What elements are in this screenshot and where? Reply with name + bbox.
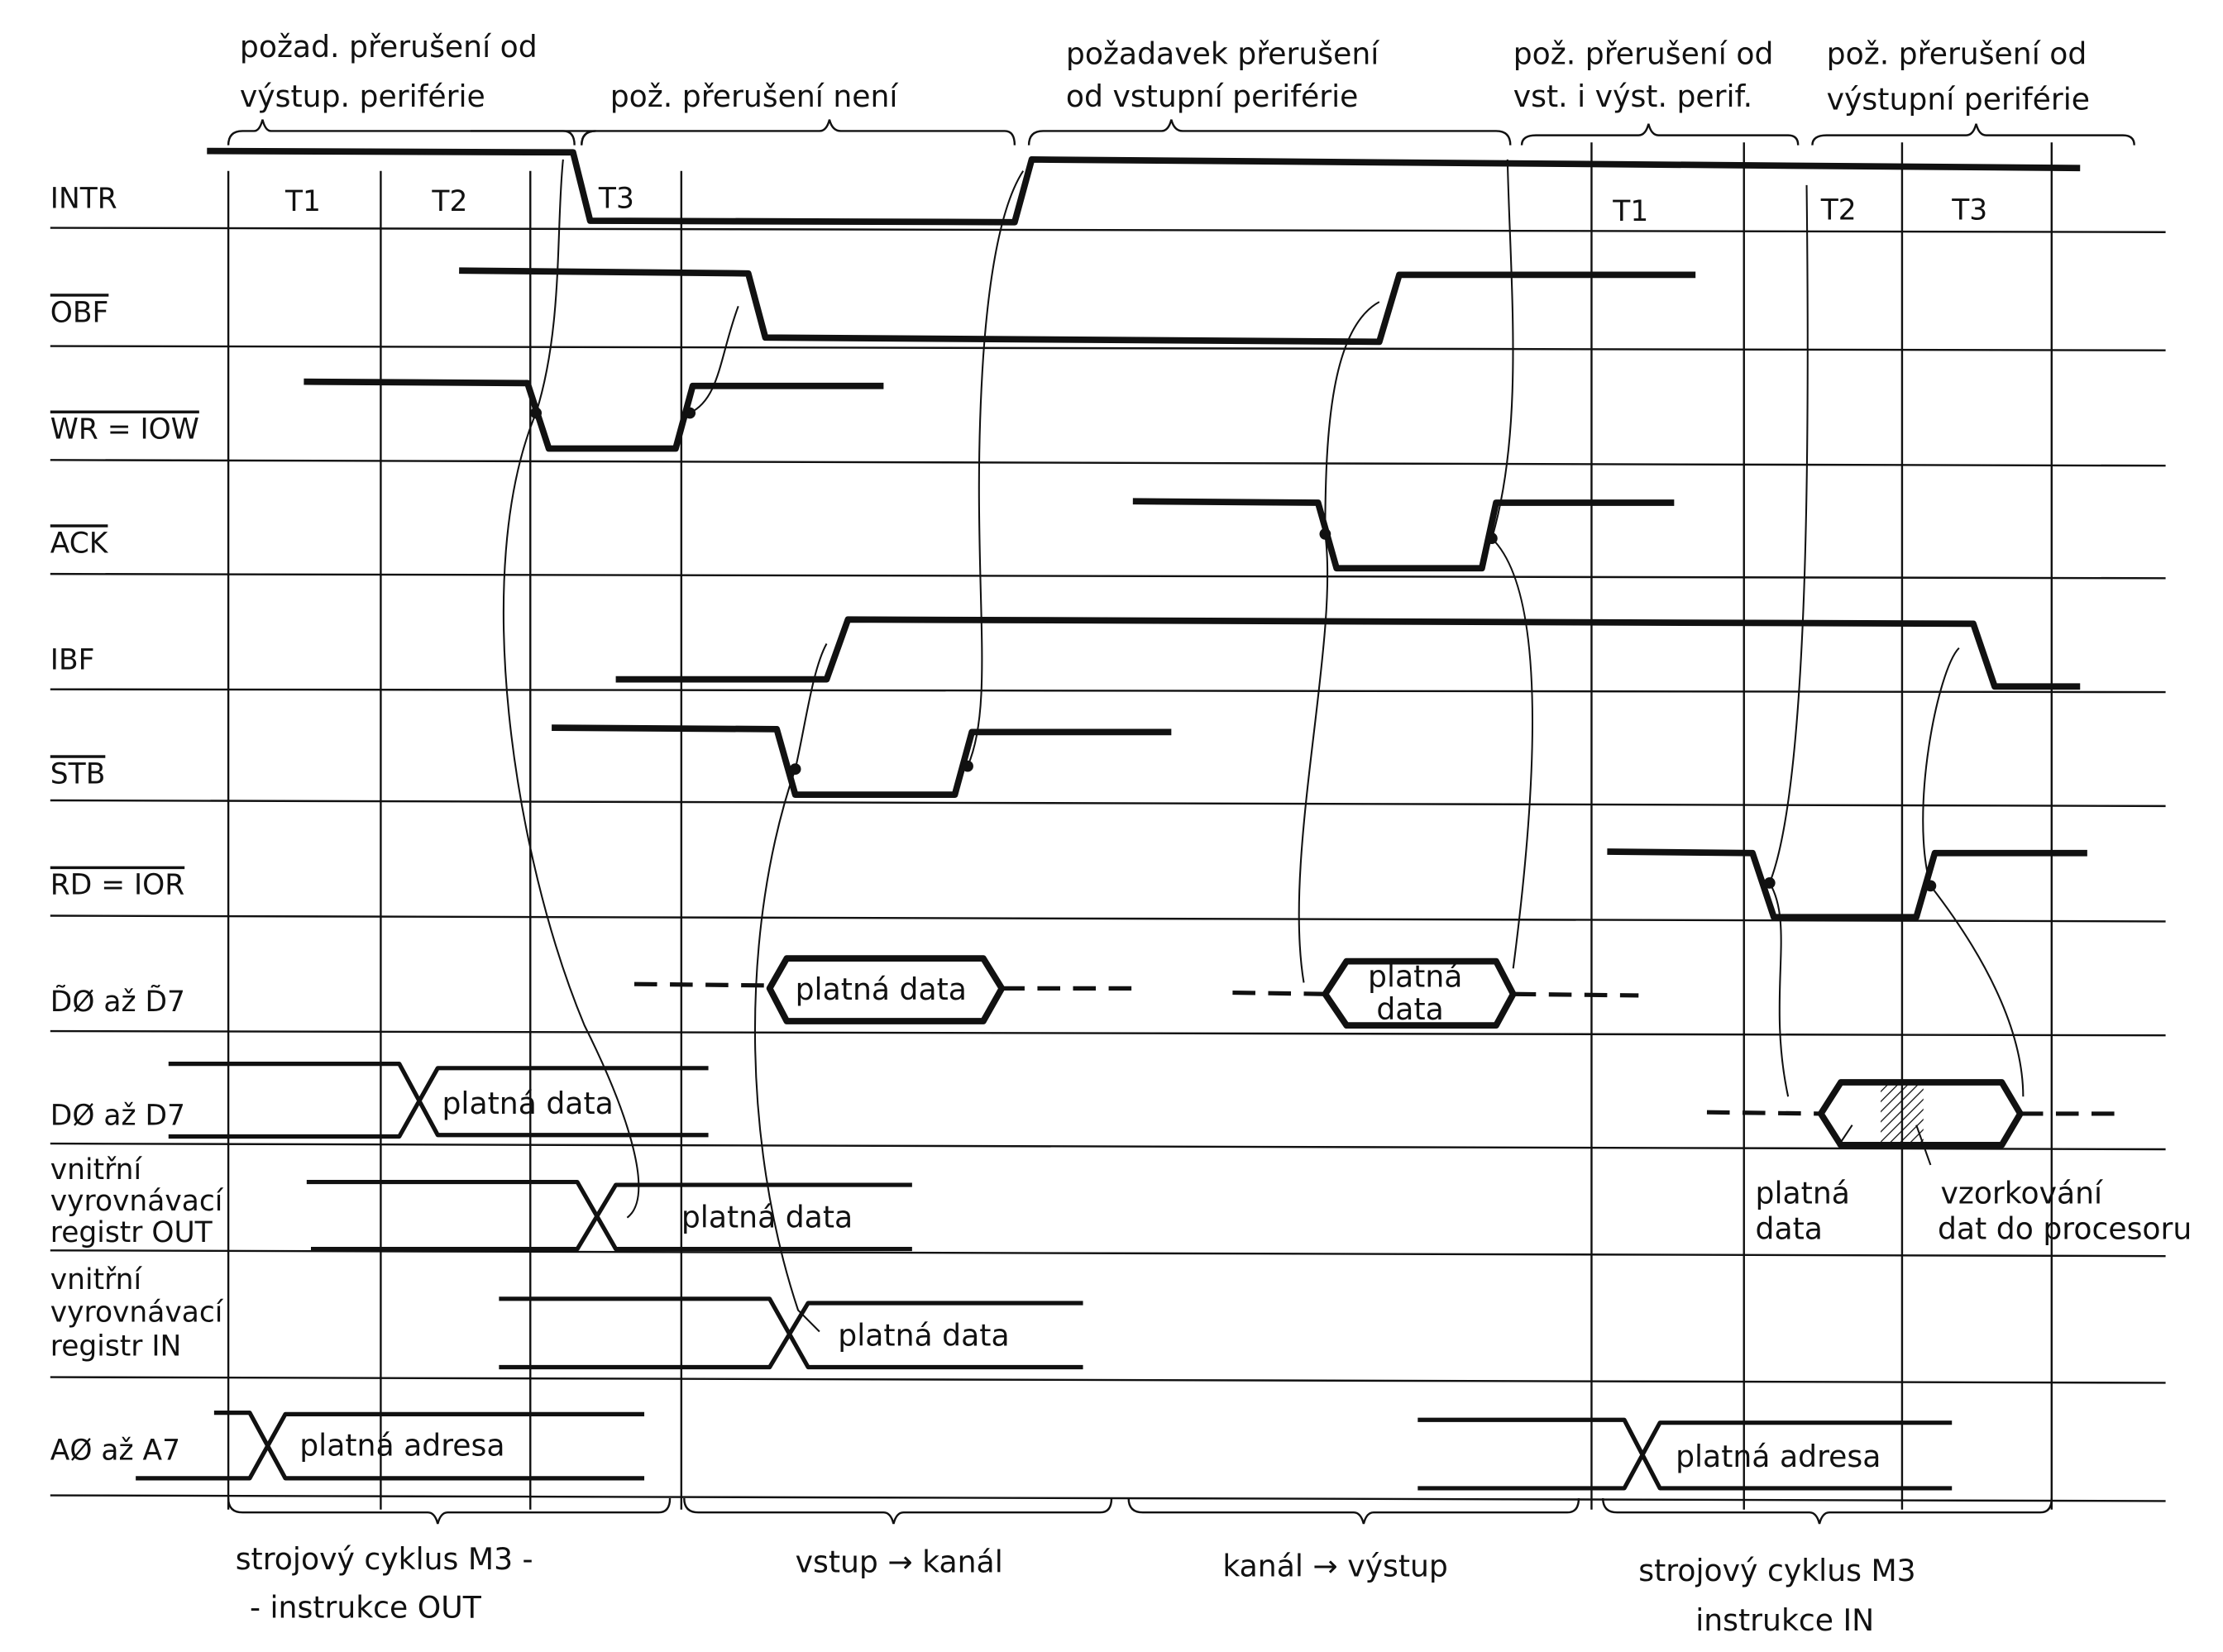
bottom-annotations: strojový cyklus M3 - - instrukce OUT vst…: [227, 1497, 2053, 1638]
svg-text:vstup → kanál: vstup → kanál: [796, 1545, 1003, 1580]
svg-text:data: data: [1756, 1211, 1823, 1247]
svg-text:pož. přerušení od: pož. přerušení od: [1827, 36, 2087, 72]
wave-stb: [552, 724, 1172, 798]
svg-text:T1: T1: [1612, 195, 1648, 228]
svg-text:výstup. periférie: výstup. periférie: [240, 79, 485, 114]
svg-text:vst. i výst. perif.: vst. i výst. perif.: [1513, 79, 1752, 114]
wave-out-reg: [306, 1180, 912, 1252]
svg-text:T2: T2: [1820, 193, 1857, 227]
svg-text:- instrukce OUT: - instrukce OUT: [250, 1590, 482, 1626]
data-labels: platná data platná data platná data plat…: [299, 959, 2192, 1474]
top-annotations: požad. přerušení od výstup. periférie po…: [227, 29, 2135, 146]
label-dtilde: D̃Ø až D̃7: [50, 986, 185, 1019]
wave-in-reg: [499, 1296, 1083, 1370]
svg-text:T1: T1: [284, 185, 321, 218]
wave-d-bus: [168, 1062, 709, 1139]
svg-text:T2: T2: [431, 185, 467, 218]
svg-text:dat do procesoru: dat do procesoru: [1938, 1211, 2192, 1247]
wave-addr-1: [136, 1411, 645, 1481]
wave-wr: [304, 378, 884, 452]
label-intr: INTR: [50, 182, 117, 215]
label-stb: STB: [50, 757, 106, 790]
svg-text:od vstupní periférie: od vstupní periférie: [1066, 79, 1359, 114]
svg-text:vzorkování: vzorkování: [1940, 1175, 2103, 1210]
label-ibf: IBF: [50, 644, 95, 677]
svg-text:platná data: platná data: [796, 972, 967, 1007]
wave-addr-2: [1417, 1417, 1953, 1491]
clock-labels: T1 T2 T3 T1 T2 T3: [284, 182, 1987, 228]
svg-text:platná: platná: [1368, 959, 1462, 995]
wave-ack: [1132, 498, 1675, 572]
junction-dots: [530, 407, 1937, 892]
waveforms: [136, 147, 2123, 1491]
label-out-reg-1: vnitřní: [50, 1153, 143, 1186]
svg-text:výstupní periférie: výstupní periférie: [1827, 82, 2090, 117]
label-out-reg-2: vyrovnávací: [50, 1185, 224, 1218]
svg-text:kanál → výstup: kanál → výstup: [1222, 1549, 1448, 1584]
svg-text:instrukce IN: instrukce IN: [1695, 1602, 1874, 1638]
lane-baselines: [50, 227, 2166, 1502]
sampling-hatch: [1881, 1085, 1924, 1143]
wave-ibf: [615, 616, 2081, 690]
svg-text:požad. přerušení od: požad. přerušení od: [240, 29, 538, 64]
label-rd: RD = IOR: [50, 869, 184, 902]
svg-text:T3: T3: [598, 182, 634, 215]
label-obf: OBF: [50, 296, 109, 329]
svg-text:pož. přerušení není: pož. přerušení není: [610, 79, 899, 114]
signal-labels: INTR OBF WR = IOW ACK IBF STB RD = IOR D…: [50, 182, 224, 1467]
label-d: DØ až D7: [50, 1100, 185, 1133]
svg-text:platná adresa: platná adresa: [299, 1427, 504, 1463]
svg-text:platná data: platná data: [442, 1086, 613, 1121]
label-in-reg-2: vyrovnávací: [50, 1296, 224, 1329]
svg-text:platná data: platná data: [838, 1318, 1009, 1354]
svg-text:platná data: platná data: [681, 1200, 853, 1235]
label-wr: WR = IOW: [50, 413, 199, 446]
label-out-reg-3: registr OUT: [50, 1216, 213, 1249]
svg-text:T3: T3: [1951, 193, 1987, 227]
label-in-reg-1: vnitřní: [50, 1263, 143, 1296]
svg-text:pož. přerušení od: pož. přerušení od: [1513, 36, 1774, 72]
svg-text:strojový cyklus M3 -: strojový cyklus M3 -: [236, 1541, 533, 1577]
label-a: AØ až A7: [50, 1434, 180, 1467]
wave-obf: [459, 267, 1696, 346]
svg-text:požadavek přerušení: požadavek přerušení: [1066, 36, 1379, 72]
svg-text:platná: platná: [1756, 1175, 1850, 1210]
svg-text:strojový cyklus M3: strojový cyklus M3: [1638, 1553, 1915, 1588]
label-ack: ACK: [50, 527, 109, 560]
label-in-reg-3: registr IN: [50, 1330, 181, 1363]
wave-rd: [1607, 848, 2087, 921]
svg-text:platná adresa: platná adresa: [1676, 1439, 1881, 1474]
wave-intr: [207, 147, 2081, 226]
causal-arrows: [502, 159, 2025, 1333]
svg-text:data: data: [1376, 991, 1443, 1027]
